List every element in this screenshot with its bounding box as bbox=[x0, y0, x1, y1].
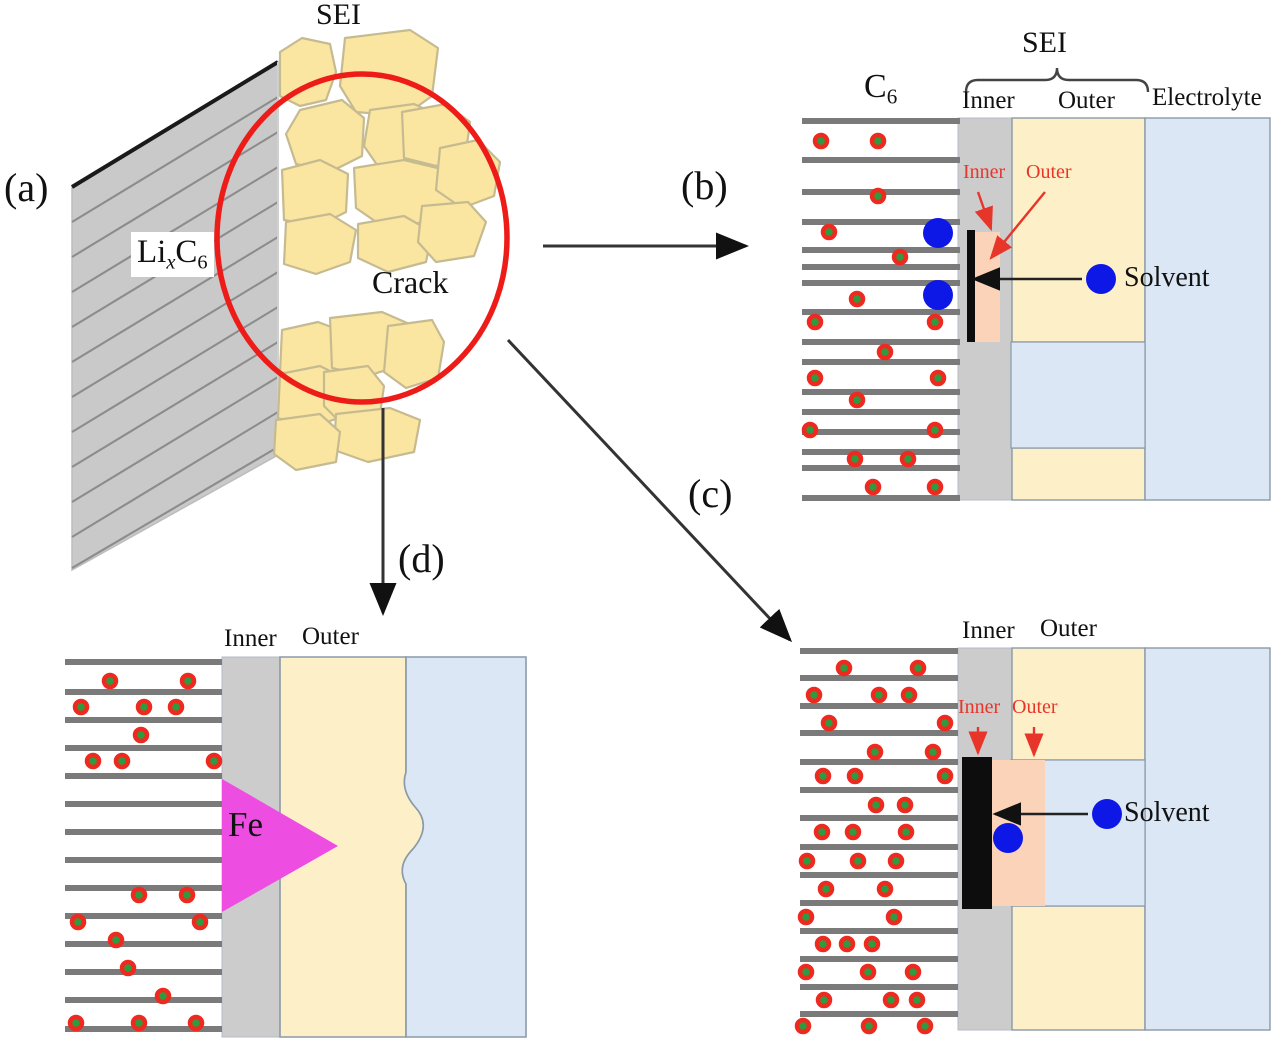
panel-b-layers bbox=[957, 117, 1271, 501]
panel-d-fe-wedge bbox=[222, 779, 338, 912]
panel-c-graphite-lines bbox=[800, 648, 958, 1017]
panel-d-outer-label: Outer bbox=[302, 623, 359, 650]
panel-b-outer-label: Outer bbox=[1058, 87, 1115, 114]
panel-b-sei-brace-label: SEI bbox=[1022, 26, 1067, 59]
panel-a-sei-particles-upper bbox=[278, 28, 502, 276]
panel-b-graphite-label: C6 bbox=[864, 70, 897, 108]
panel-a-crack-label: Crack bbox=[372, 264, 449, 300]
panel-b-inner-annotation: Inner bbox=[963, 161, 1006, 183]
panel-a-material-label: LixC6 bbox=[131, 232, 214, 277]
panel-a-tag: (a) bbox=[4, 165, 49, 210]
panel-b-solvent-molecules bbox=[923, 218, 1116, 310]
panel-c-inner-annotation: Inner bbox=[958, 696, 1001, 718]
panel-b-inner-label: Inner bbox=[962, 87, 1015, 114]
panel-c-solvent-molecules bbox=[993, 799, 1122, 853]
panel-a-sei-particles-lower bbox=[272, 310, 446, 472]
panel-b-inner-annot-arrow bbox=[974, 191, 993, 232]
panel-d-graphite-lines bbox=[65, 659, 222, 1032]
panel-a-sei-label: SEI bbox=[316, 0, 361, 31]
panel-b-electrolyte-label: Electrolyte bbox=[1152, 84, 1262, 111]
panel-c-outer-annotation: Outer bbox=[1012, 696, 1058, 718]
panel-b-outer-annot-arrow bbox=[989, 191, 1046, 260]
panel-d-layers bbox=[221, 656, 527, 1038]
panel-c-tag: (c) bbox=[688, 471, 733, 516]
panel-d-inner-label: Inner bbox=[224, 625, 277, 652]
material-sub-x: x bbox=[166, 251, 176, 274]
panel-c-inner-label: Inner bbox=[962, 617, 1015, 644]
arrow-to-panel-c bbox=[506, 338, 793, 643]
panel-b-tag: (b) bbox=[681, 163, 728, 208]
panel-d-fe-label: Fe bbox=[228, 805, 263, 844]
panel-a-graphite-slab bbox=[70, 60, 280, 572]
material-sub-6: 6 bbox=[197, 251, 208, 274]
panel-b-new-outer-sei bbox=[975, 232, 1000, 342]
panel-b-new-inner-sei bbox=[967, 230, 975, 342]
panel-d-li-ions bbox=[67, 672, 223, 1032]
graphite-c: C bbox=[864, 68, 887, 105]
panel-b-outer-annotation: Outer bbox=[1026, 161, 1072, 183]
panel-b-sei-brace bbox=[964, 67, 1150, 93]
panel-b-solvent-label: Solvent bbox=[1124, 262, 1210, 293]
panel-c-new-inner-sei bbox=[962, 757, 992, 909]
panel-d-tag: (d) bbox=[398, 536, 445, 581]
panel-c-outer-label: Outer bbox=[1040, 615, 1097, 642]
material-prefix: Li bbox=[137, 234, 167, 270]
panel-c-li-ions bbox=[794, 659, 954, 1035]
panel-c-solvent-label: Solvent bbox=[1124, 797, 1210, 828]
panel-b-li-ions bbox=[801, 132, 947, 496]
crack-highlight-circle bbox=[214, 71, 510, 405]
graphite-sub: 6 bbox=[886, 84, 898, 109]
material-element: C bbox=[175, 234, 198, 270]
